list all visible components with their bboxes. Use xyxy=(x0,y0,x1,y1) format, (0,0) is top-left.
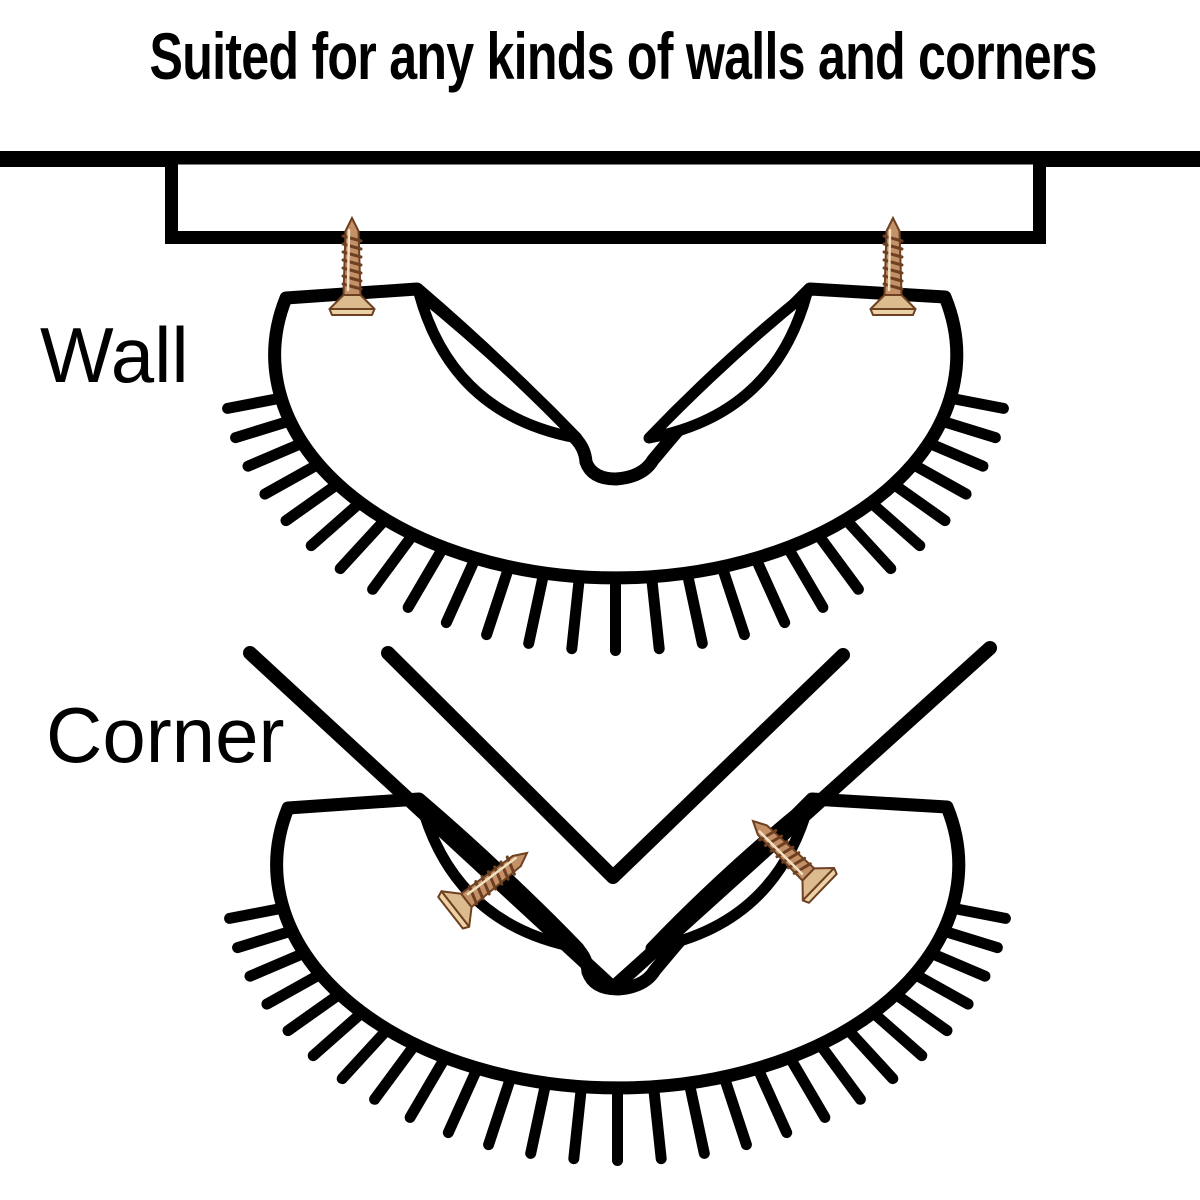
corner-section-label: Corner xyxy=(46,691,285,779)
corner-wall-outer-line xyxy=(243,641,997,995)
page-title: Suited for any kinds of walls and corner… xyxy=(149,19,1098,93)
wall-example xyxy=(0,151,1200,651)
corner-example xyxy=(230,641,1006,1161)
mounting-board xyxy=(165,151,1046,244)
wall-hanger-illustration xyxy=(228,289,1004,651)
corner-wall-inner-line xyxy=(381,646,850,884)
wall-section-label: Wall xyxy=(40,311,189,399)
